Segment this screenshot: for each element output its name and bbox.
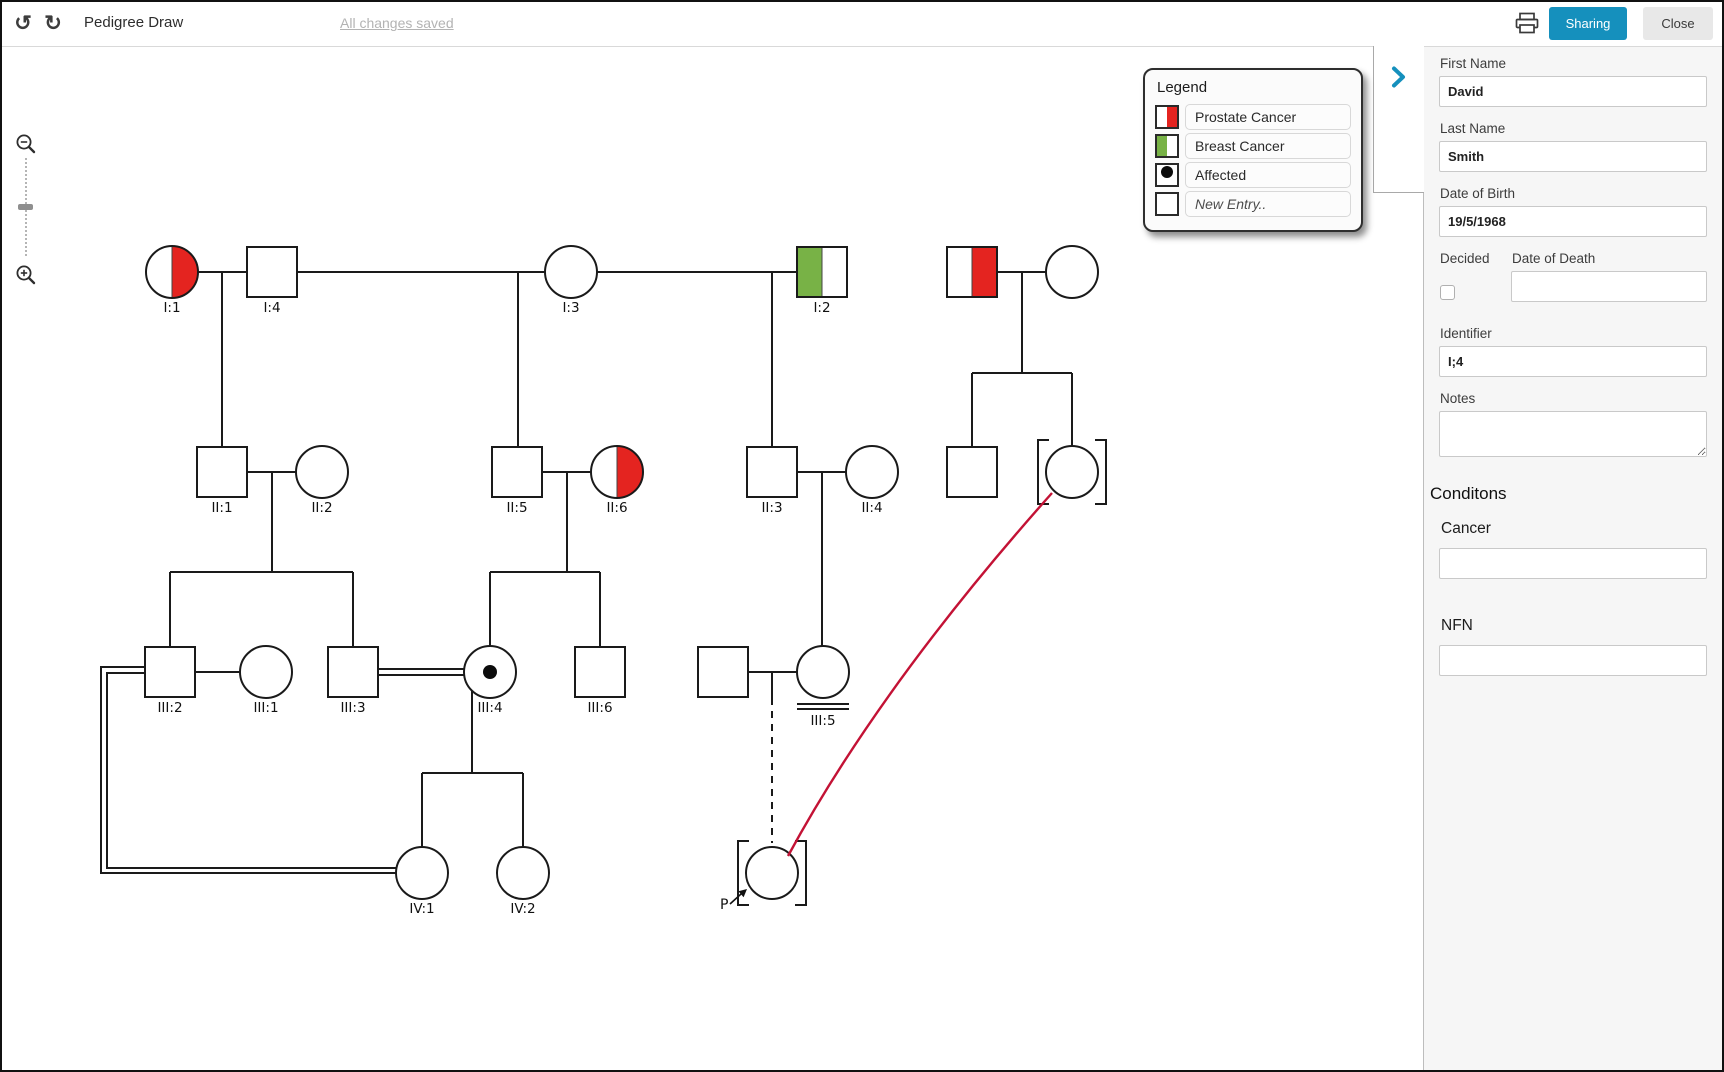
- decided-checkbox[interactable]: [1440, 285, 1455, 300]
- adoption-brackets: [737, 840, 807, 906]
- proband-arrowhead: [738, 889, 747, 898]
- print-icon[interactable]: [1515, 12, 1539, 34]
- individual-II-adopted-female[interactable]: [1037, 439, 1107, 505]
- individual-IV:2[interactable]: IV:2: [496, 846, 550, 917]
- individual-label: II:6: [606, 500, 627, 516]
- first-name-label: First Name: [1440, 56, 1507, 71]
- individual-I-male-right[interactable]: [946, 246, 998, 298]
- consanguinity-line: [106, 672, 397, 869]
- individual-II:3[interactable]: II:3: [746, 446, 798, 516]
- individual-I:2[interactable]: I:2: [796, 246, 848, 316]
- individual-label: III:6: [587, 700, 612, 716]
- legend-item-new-entry[interactable]: New Entry..: [1155, 191, 1351, 217]
- last-name-input[interactable]: [1439, 141, 1707, 172]
- panel-collapse-tab[interactable]: [1373, 46, 1424, 193]
- individual-I:4[interactable]: I:4: [246, 246, 298, 316]
- carrier-dot: [483, 665, 497, 679]
- individual-II:1[interactable]: II:1: [196, 446, 248, 516]
- individual-label: II:1: [211, 500, 232, 516]
- identifier-label: Identifier: [1440, 326, 1492, 341]
- legend-swatch-empty[interactable]: [1155, 192, 1179, 216]
- legend-item-affected[interactable]: Affected: [1155, 162, 1351, 188]
- cancer-input[interactable]: [1439, 548, 1707, 579]
- legend-item-label[interactable]: New Entry..: [1185, 191, 1351, 217]
- cancer-label: Cancer: [1441, 520, 1491, 537]
- individual-label: III:2: [157, 700, 182, 716]
- legend-swatch-dot[interactable]: [1155, 163, 1179, 187]
- individual-label: IV:2: [510, 901, 535, 917]
- zoom-in-icon[interactable]: [15, 264, 37, 286]
- individual-II:5[interactable]: II:5: [491, 446, 543, 516]
- decided-label: Decided: [1440, 251, 1490, 266]
- legend-title: Legend: [1157, 79, 1208, 96]
- individual-label: II:5: [506, 500, 527, 516]
- individual-III:2[interactable]: III:2: [144, 646, 196, 716]
- individual-label: I:4: [263, 300, 280, 316]
- close-button[interactable]: Close: [1643, 7, 1713, 40]
- legend-item-breast-cancer[interactable]: Breast Cancer: [1155, 133, 1351, 159]
- individual-label: II:4: [861, 500, 882, 516]
- legend-item-label[interactable]: Prostate Cancer: [1185, 104, 1351, 130]
- nfn-input[interactable]: [1439, 645, 1707, 676]
- individual-label: II:3: [761, 500, 782, 516]
- redo-icon[interactable]: ↻: [44, 11, 62, 35]
- legend-swatch-right-red[interactable]: [1155, 105, 1179, 129]
- individual-label: IV:1: [409, 901, 434, 917]
- individual-II:4[interactable]: II:4: [845, 445, 899, 516]
- individual-I-female-right[interactable]: [1045, 245, 1099, 299]
- date-of-death-input[interactable]: [1511, 271, 1707, 302]
- individual-label: I:2: [813, 300, 830, 316]
- legend-swatch-left-green[interactable]: [1155, 134, 1179, 158]
- individual-III:4[interactable]: III:4: [463, 645, 517, 716]
- individual-label: III:4: [477, 700, 502, 716]
- individual-label: I:1: [163, 300, 180, 316]
- relationship-curve: [786, 492, 1053, 857]
- individual-label: III:5: [810, 713, 835, 729]
- legend-item-label[interactable]: Affected: [1185, 162, 1351, 188]
- individual-II:2[interactable]: II:2: [295, 445, 349, 516]
- individual-label: I:3: [562, 300, 579, 316]
- individual-III:1[interactable]: III:1: [239, 645, 293, 716]
- proband-arrow: [729, 893, 742, 905]
- undo-icon[interactable]: ↺: [14, 11, 32, 35]
- nfn-label: NFN: [1441, 617, 1473, 634]
- identifier-input[interactable]: [1439, 346, 1707, 377]
- individual-label: II:2: [311, 500, 332, 516]
- individual-proband[interactable]: P: [720, 840, 807, 913]
- individual-III:6[interactable]: III:6: [574, 646, 626, 716]
- individual-III-partner-male[interactable]: [697, 646, 749, 698]
- individual-label: III:3: [340, 700, 365, 716]
- consanguinity-line: [100, 666, 397, 874]
- save-status-link[interactable]: All changes saved: [340, 15, 454, 31]
- individual-IV:1[interactable]: IV:1: [395, 846, 449, 917]
- proband-label: P: [720, 897, 728, 913]
- date-of-birth-input[interactable]: [1439, 206, 1707, 237]
- first-name-input[interactable]: [1439, 76, 1707, 107]
- top-toolbar: ↺ ↻ Pedigree Draw All changes saved Shar…: [0, 0, 1724, 47]
- individual-II-male-right[interactable]: [946, 446, 998, 498]
- last-name-label: Last Name: [1440, 121, 1506, 136]
- zoom-slider-handle[interactable]: [18, 204, 33, 210]
- individual-III:5[interactable]: III:5: [796, 645, 850, 729]
- individual-I:1[interactable]: I:1: [145, 245, 199, 316]
- individual-II:6[interactable]: II:6: [590, 445, 644, 516]
- conditions-heading: Conditons: [1430, 484, 1507, 503]
- pedigree-drawing[interactable]: I:1 I:4 I:3 I:2II:1 II:2 II:5 II:6 II:3 II:4III:…: [0, 46, 1423, 1072]
- zoom-out-icon[interactable]: [15, 133, 37, 155]
- legend-item-label[interactable]: Breast Cancer: [1185, 133, 1351, 159]
- sharing-button[interactable]: Sharing: [1549, 7, 1627, 40]
- individual-label: III:1: [253, 700, 278, 716]
- notes-textarea[interactable]: [1439, 411, 1707, 457]
- affected-dot: [1161, 166, 1173, 178]
- person-details-panel: First Name Last Name Date of Birth Decid…: [1423, 46, 1724, 1072]
- individual-III:3[interactable]: III:3: [327, 646, 379, 716]
- date-of-birth-label: Date of Birth: [1440, 186, 1516, 201]
- individual-I:3[interactable]: I:3: [544, 245, 598, 316]
- legend-item-prostate-cancer[interactable]: Prostate Cancer: [1155, 104, 1351, 130]
- notes-label: Notes: [1440, 391, 1476, 406]
- app-title: Pedigree Draw: [84, 14, 184, 31]
- date-of-death-label: Date of Death: [1512, 251, 1596, 266]
- chevron-right-icon[interactable]: [1391, 66, 1407, 88]
